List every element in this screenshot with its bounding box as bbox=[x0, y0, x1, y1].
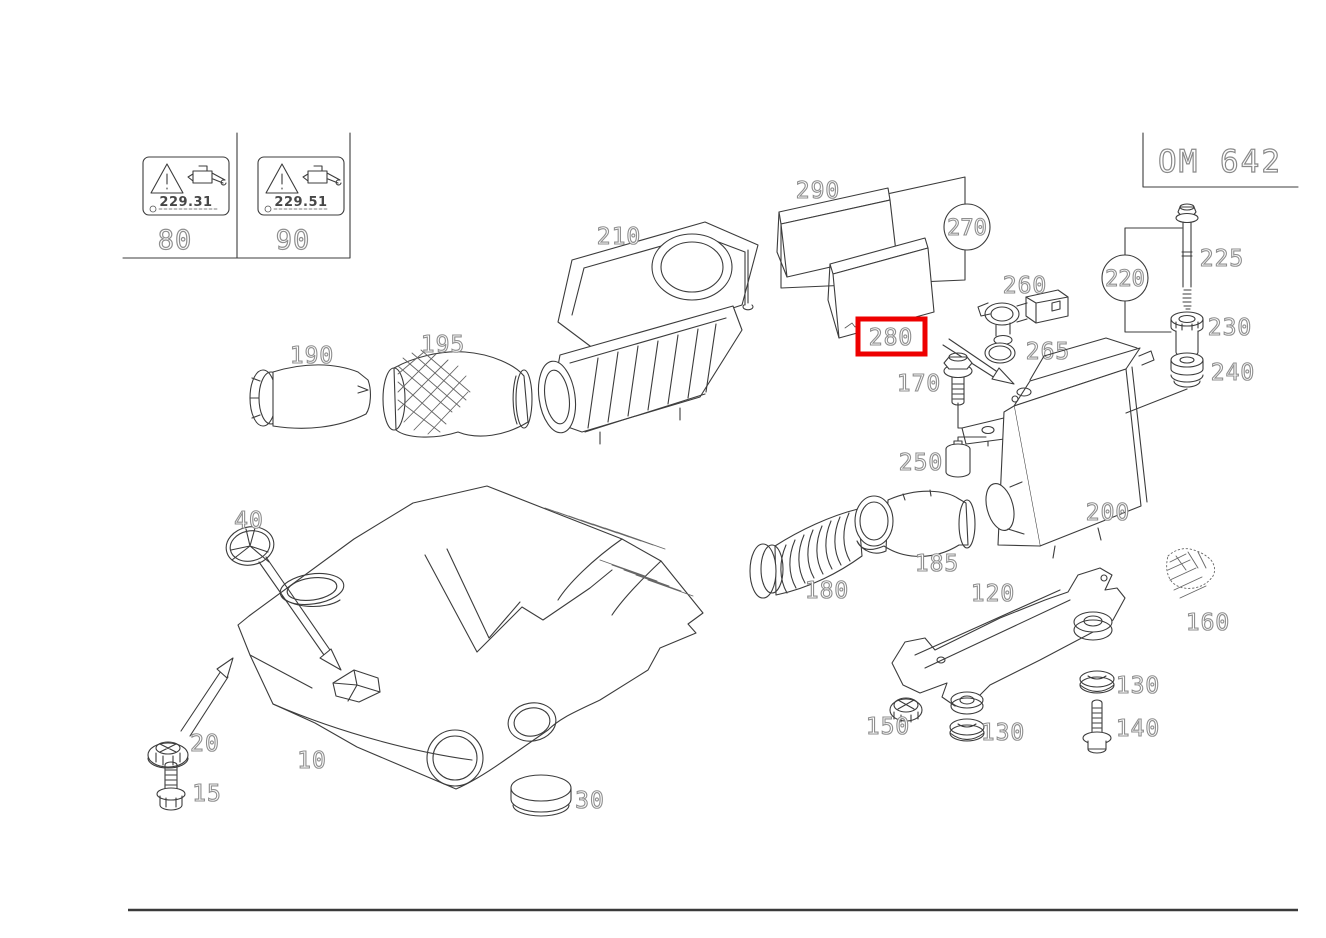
part-drawing-10-engine-cover bbox=[237, 485, 704, 790]
part-drawing-130-grommet-lower bbox=[949, 718, 985, 742]
part-callout-270[interactable]: 270 bbox=[943, 203, 991, 251]
part-callout-220[interactable]: 220 bbox=[1101, 254, 1149, 302]
mercedes-star-icon bbox=[230, 527, 270, 563]
part-label-225[interactable]: 225 bbox=[1199, 245, 1245, 272]
cover-round-opening-right bbox=[507, 702, 557, 742]
warning-triangle-icon bbox=[150, 163, 184, 194]
part-drawing-120-bracket bbox=[891, 567, 1126, 715]
part-label-30[interactable]: 30 bbox=[575, 787, 605, 814]
part-drawing-225-bolt bbox=[1175, 203, 1199, 310]
part-label-90[interactable]: 90 bbox=[275, 224, 311, 256]
part-label-20[interactable]: 20 bbox=[190, 730, 220, 757]
part-drawing-265-seal bbox=[984, 342, 1016, 364]
part-drawing-195-duct bbox=[382, 349, 533, 438]
part-drawing-150-nut bbox=[889, 697, 923, 723]
part-label-260[interactable]: 260 bbox=[1002, 272, 1048, 299]
part-drawing-130-grommet-upper bbox=[1079, 670, 1115, 694]
part-drawing-185-elbow bbox=[854, 489, 976, 557]
part-drawing-190-duct bbox=[249, 364, 371, 429]
part-label-40[interactable]: 40 bbox=[234, 507, 264, 534]
part-label-190[interactable]: 190 bbox=[289, 342, 335, 369]
part-drawing-180-hose bbox=[749, 508, 863, 599]
part-label-265[interactable]: 265 bbox=[1025, 338, 1071, 365]
part-label-270[interactable]: 270 bbox=[947, 215, 988, 241]
cover-round-opening-left bbox=[426, 729, 484, 787]
part-label-80[interactable]: 80 bbox=[157, 224, 193, 256]
oil-spec-90-text: 229.51 bbox=[274, 195, 327, 210]
part-drawing-40-star-emblem bbox=[225, 526, 275, 566]
part-label-130-lower[interactable]: 130 bbox=[980, 719, 1026, 746]
oil-spec-90-fineprint bbox=[264, 205, 330, 213]
part-drawing-230-sleeve bbox=[1170, 311, 1204, 358]
oil-spec-label-90: 229.51 90 bbox=[257, 156, 345, 257]
part-label-180[interactable]: 180 bbox=[804, 577, 850, 604]
part-drawing-260-sensor bbox=[977, 289, 1069, 346]
part-drawing-160 bbox=[1166, 548, 1216, 599]
engine-code-box bbox=[1142, 132, 1299, 188]
install-arrow-clip bbox=[180, 657, 234, 737]
part-label-130-upper[interactable]: 130 bbox=[1115, 672, 1161, 699]
highlighted-part-label-280[interactable]: 280 bbox=[855, 316, 928, 357]
part-drawing-30-cap bbox=[510, 774, 572, 817]
star-mount-boss bbox=[332, 669, 381, 703]
part-label-240[interactable]: 240 bbox=[1210, 359, 1256, 386]
engine-code-label: OM 642 bbox=[1158, 144, 1282, 180]
part-drawing-200-airbox bbox=[985, 337, 1155, 559]
oil-spec-label-80: 229.31 80 bbox=[142, 156, 230, 257]
oil-spec-80-fineprint bbox=[149, 205, 220, 213]
oil-can-icon bbox=[187, 165, 227, 186]
part-label-280[interactable]: 280 bbox=[868, 324, 914, 351]
part-label-200[interactable]: 200 bbox=[1085, 499, 1131, 526]
install-arrow-star bbox=[258, 556, 342, 671]
header-frame bbox=[122, 132, 351, 259]
part-label-220[interactable]: 220 bbox=[1105, 266, 1146, 292]
part-drawing-240-grommet bbox=[1125, 352, 1204, 414]
part-drawing-210-filter-housing bbox=[537, 221, 759, 445]
part-label-250[interactable]: 250 bbox=[898, 449, 944, 476]
part-drawing-20-clip bbox=[147, 741, 189, 769]
oil-spec-80-text: 229.31 bbox=[159, 195, 212, 210]
part-label-160[interactable]: 160 bbox=[1185, 609, 1231, 636]
warning-triangle-icon bbox=[265, 163, 299, 194]
part-drawing-250-spacer bbox=[945, 436, 987, 478]
part-label-230[interactable]: 230 bbox=[1207, 314, 1253, 341]
part-label-185[interactable]: 185 bbox=[914, 550, 960, 577]
part-drawing-15-bolt bbox=[156, 761, 186, 811]
part-label-290[interactable]: 290 bbox=[795, 177, 841, 204]
part-label-15[interactable]: 15 bbox=[192, 780, 222, 807]
part-label-170[interactable]: 170 bbox=[896, 370, 942, 397]
part-label-195[interactable]: 195 bbox=[420, 331, 466, 358]
part-label-210[interactable]: 210 bbox=[596, 223, 642, 250]
part-drawing-140-bolt bbox=[1082, 699, 1112, 754]
part-label-150[interactable]: 150 bbox=[865, 713, 911, 740]
part-label-10[interactable]: 10 bbox=[297, 747, 327, 774]
part-label-140[interactable]: 140 bbox=[1115, 715, 1161, 742]
part-drawing-170-bolt bbox=[943, 352, 989, 447]
part-label-120[interactable]: 120 bbox=[970, 580, 1016, 607]
oil-can-icon bbox=[302, 165, 342, 186]
